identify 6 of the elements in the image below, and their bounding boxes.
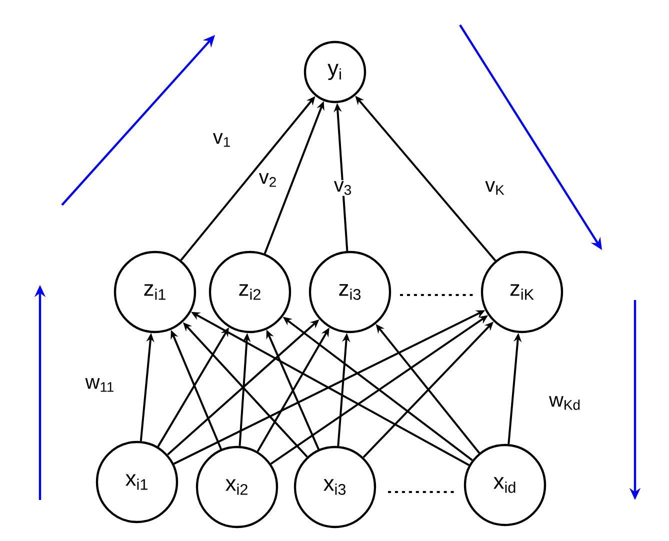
edge-label: v$_{3}$ — [332, 180, 354, 196]
edge-label: v$_{2}$ — [258, 172, 278, 188]
edge-label: v$_{1}$ — [212, 132, 232, 148]
edge-label: w$_{Kd}$ — [548, 395, 582, 411]
edge-label: v$_{K}$ — [484, 180, 506, 196]
edge-label: w$_{11}$ — [84, 377, 116, 393]
